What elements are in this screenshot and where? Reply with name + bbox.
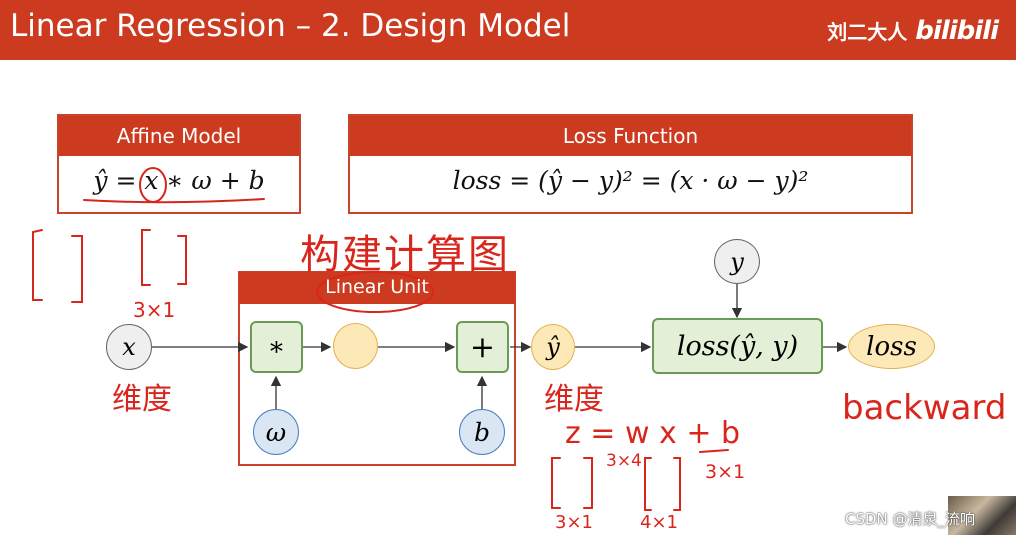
annotation-dim-word-mid: 维度: [544, 382, 604, 417]
annotation-dim-3x1-bottom: 3×1: [555, 512, 593, 533]
affine-model-box: Affine Model ŷ = x ∗ ω + b: [57, 114, 301, 214]
x-node: x: [106, 324, 152, 370]
csdn-watermark: CSDN @清泉_流响: [845, 510, 976, 528]
loss-function-title: Loss Function: [350, 116, 911, 156]
annotation-compute-graph: 构建计算图: [300, 232, 510, 278]
loss-function-box: Loss Function loss = (ŷ − y)² = (x · ω −…: [348, 114, 913, 214]
loss-function-node: loss(ŷ, y): [652, 318, 823, 374]
annotation-equation: z = w x + b: [565, 416, 741, 451]
loss-node: loss: [848, 324, 935, 369]
annotation-dim-word-left: 维度: [112, 382, 172, 417]
header-bar: Linear Regression – 2. Design Model 刘二大人…: [0, 0, 1016, 60]
multiply-node: ∗: [250, 321, 303, 373]
loss-function-formula: loss = (ŷ − y)² = (x · ω − y)²: [452, 166, 809, 195]
linear-unit-label: Linear Unit: [325, 276, 429, 298]
annotation-backward: backward: [842, 388, 1007, 428]
intermediate-node: [333, 323, 378, 369]
brand: 刘二大人 bilibili: [827, 16, 999, 46]
omega-node: ω: [253, 409, 299, 455]
y-node: y: [714, 239, 760, 284]
y-hat-node: ŷ: [531, 324, 575, 370]
slide-title: Linear Regression – 2. Design Model: [10, 8, 571, 44]
brand-name: 刘二大人: [827, 20, 908, 44]
affine-model-formula: ŷ = x ∗ ω + b: [93, 166, 265, 195]
annotation-dim-3x1-b: 3×1: [705, 461, 746, 483]
annotation-dim-3x1-top: 3×1: [133, 298, 176, 322]
annotation-dim-3x4: 3×4: [606, 451, 642, 471]
b-node: b: [459, 409, 505, 455]
add-node: +: [456, 321, 509, 373]
affine-model-title: Affine Model: [59, 116, 299, 156]
annotation-dim-4x1-bottom: 4×1: [640, 512, 678, 533]
bilibili-logo: bilibili: [915, 16, 999, 46]
webcam-thumbnail: [948, 496, 1016, 535]
